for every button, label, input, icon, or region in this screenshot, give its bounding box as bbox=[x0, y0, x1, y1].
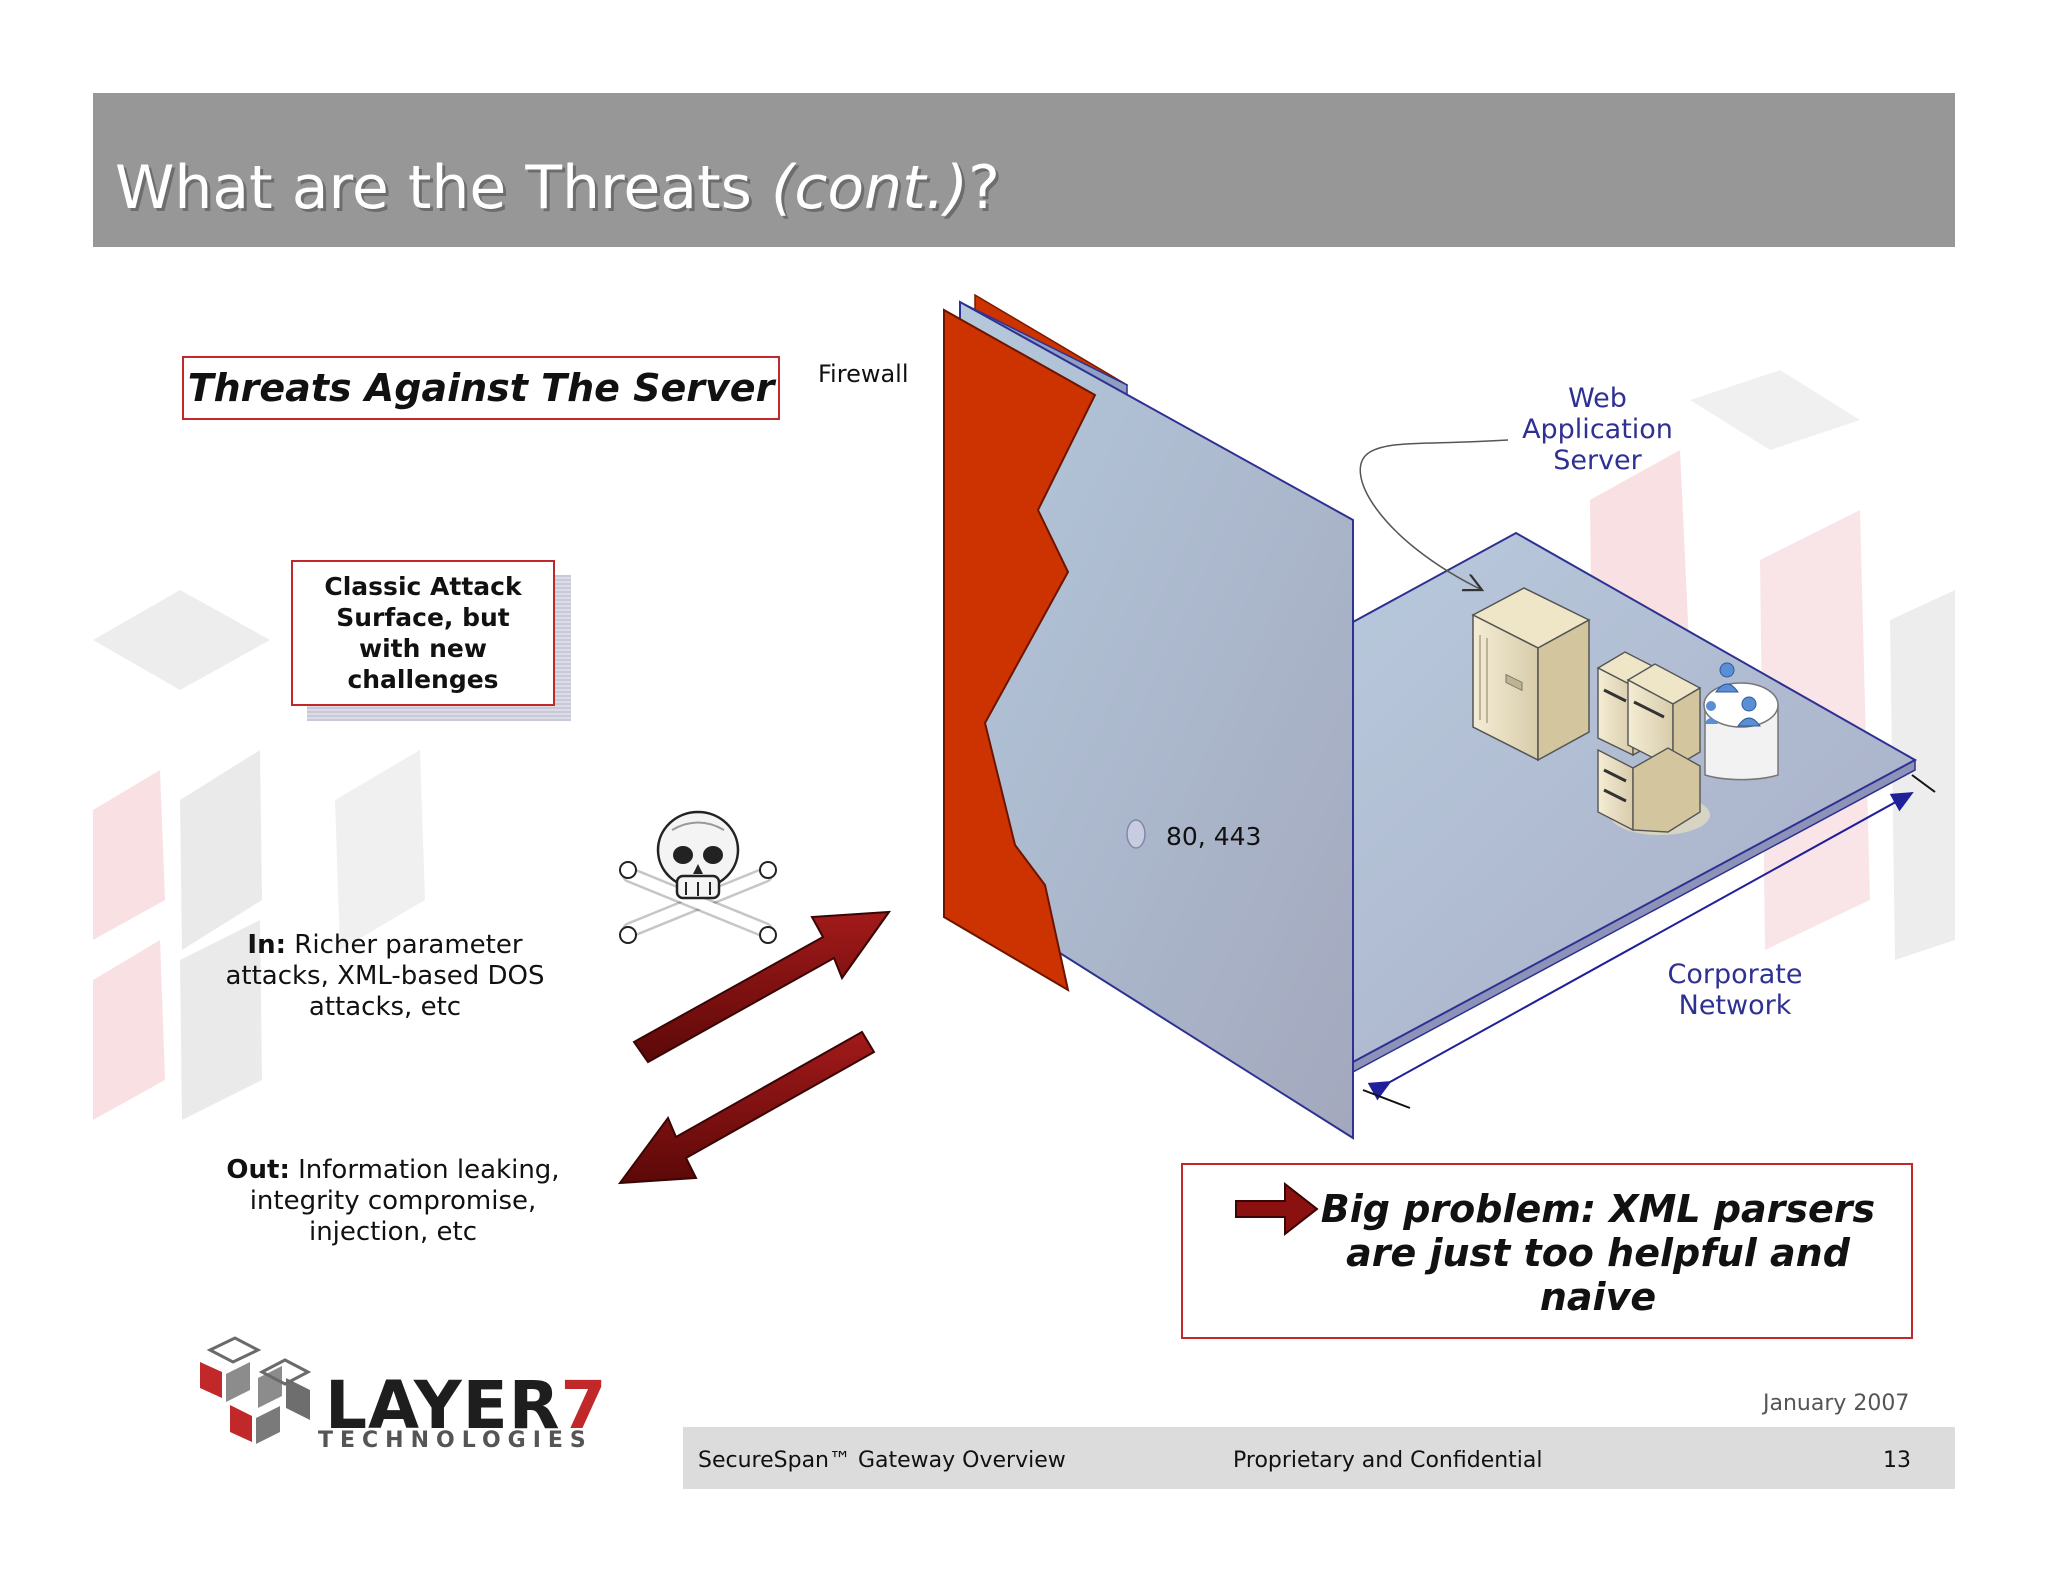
inbound-arrow-icon bbox=[632, 910, 892, 1064]
logo-subtitle: TECHNOLOGIES bbox=[318, 1428, 593, 1453]
web-server-label-line: Server bbox=[1553, 445, 1642, 476]
inbound-threats-text: In: Richer parameter attacks, XML-based … bbox=[205, 930, 565, 1023]
slide-title: What are the Threats (cont.)? bbox=[115, 153, 1000, 223]
big-problem-callout: Big problem: XML parsers are just too he… bbox=[1181, 1163, 1913, 1339]
in-text-line: attacks, XML-based DOS bbox=[225, 961, 545, 991]
logo-seven: 7 bbox=[560, 1367, 608, 1444]
web-application-server-label: Web Application Server bbox=[1480, 383, 1715, 476]
classic-line: Surface, but bbox=[336, 603, 510, 632]
footer-date: January 2007 bbox=[1763, 1391, 1910, 1416]
title-bar: What are the Threats (cont.)? bbox=[93, 93, 1955, 247]
out-text-line: injection, etc bbox=[308, 1217, 478, 1247]
big-problem-line: naive bbox=[1539, 1275, 1657, 1319]
firewall-label: Firewall bbox=[818, 360, 909, 388]
callout-arrow-icon bbox=[1235, 1181, 1319, 1237]
out-label: Out: bbox=[226, 1155, 290, 1185]
logo-word: LAYER bbox=[325, 1367, 561, 1444]
corporate-label-line: Network bbox=[1678, 990, 1792, 1021]
threats-heading: Threats Against The Server bbox=[187, 366, 775, 410]
in-text-line: attacks, etc bbox=[308, 992, 462, 1022]
footer-bar: SecureSpan™ Gateway Overview Proprietary… bbox=[683, 1427, 1955, 1489]
outbound-arrow-icon bbox=[617, 1030, 876, 1185]
outbound-threats-text: Out: Information leaking, integrity comp… bbox=[213, 1155, 573, 1248]
port-label: 80, 443 bbox=[1166, 822, 1262, 851]
big-problem-text: Big problem: XML parsers are just too he… bbox=[1303, 1187, 1893, 1319]
skull-crossbones-icon bbox=[619, 810, 777, 944]
classic-line: Classic Attack bbox=[324, 572, 522, 601]
classic-line: challenges bbox=[347, 665, 499, 694]
web-server-label-line: Web bbox=[1568, 383, 1627, 414]
big-problem-line: are just too helpful and bbox=[1346, 1231, 1850, 1275]
in-label: In: bbox=[247, 930, 287, 960]
out-text-line: Information leaking, bbox=[289, 1155, 560, 1185]
classic-attack-callout: Classic Attack Surface, but with new cha… bbox=[291, 560, 555, 706]
database-users-icon bbox=[1703, 662, 1779, 781]
layer7-logo-icon bbox=[200, 1336, 312, 1444]
web-server-label-line: Application bbox=[1522, 414, 1673, 445]
classic-line: with new bbox=[359, 634, 487, 663]
logo-wordmark: LAYER7 bbox=[325, 1367, 607, 1444]
footer-product: SecureSpan™ Gateway Overview bbox=[698, 1448, 1066, 1473]
footer-confidential: Proprietary and Confidential bbox=[1233, 1448, 1543, 1473]
network-dimension-arrow bbox=[1362, 774, 1936, 1109]
firewall bbox=[943, 293, 1354, 1140]
corporate-network-label: Corporate Network bbox=[1620, 959, 1850, 1021]
corporate-label-line: Corporate bbox=[1667, 959, 1803, 990]
server-tower-icon bbox=[1471, 587, 1591, 762]
out-text-line: integrity compromise, bbox=[249, 1186, 537, 1216]
in-text-line: Richer parameter bbox=[286, 930, 523, 960]
web-server-connector bbox=[1359, 439, 1509, 590]
threats-heading-box: Threats Against The Server bbox=[182, 356, 780, 420]
page-number: 13 bbox=[1883, 1448, 1911, 1473]
port-opening-icon bbox=[1126, 819, 1146, 849]
big-problem-line: Big problem: XML parsers bbox=[1320, 1187, 1876, 1231]
